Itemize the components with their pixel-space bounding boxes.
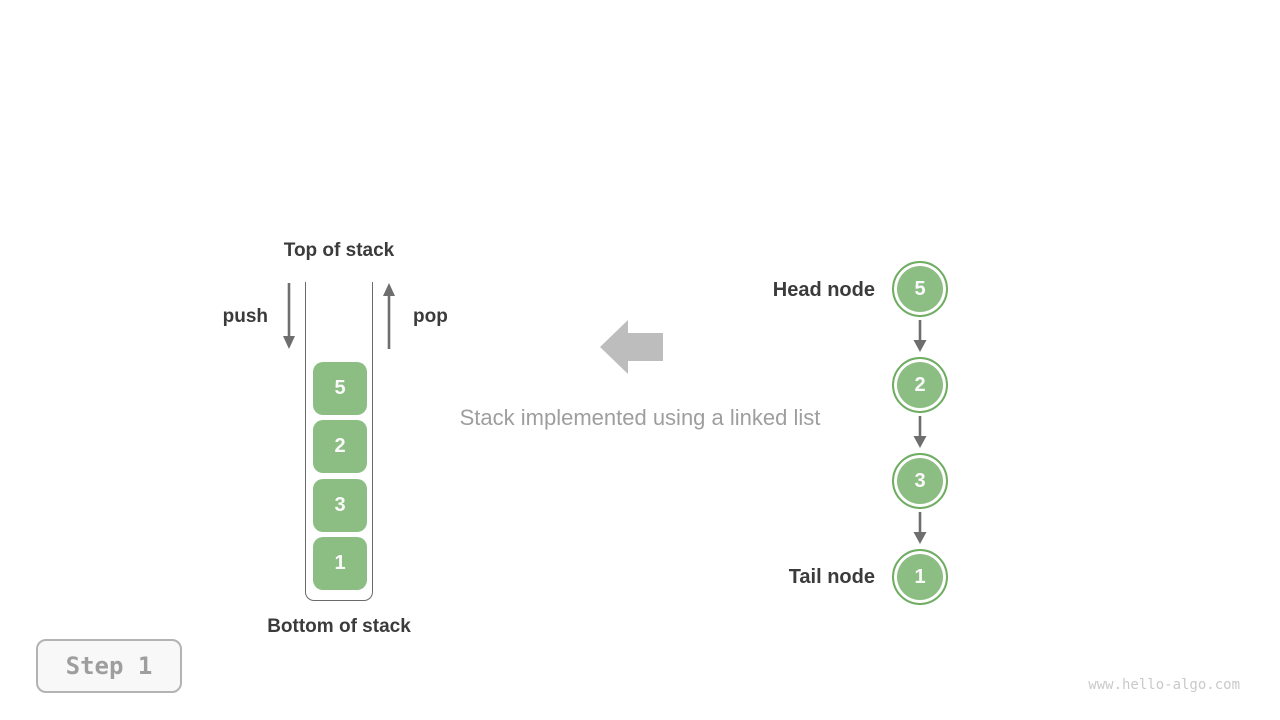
tail-node-label: Tail node [788, 566, 875, 588]
watermark: www.hello-algo.com [1088, 677, 1240, 693]
step-badge: Step 1 [36, 639, 182, 693]
list-node-2: 3 [892, 453, 948, 509]
list-node-3: 1 [892, 549, 948, 605]
pop-arrow-icon [383, 283, 395, 349]
left-block-arrow-icon [600, 320, 663, 374]
stack-item-3: 1 [313, 537, 367, 590]
next-pointer-arrow-3 [913, 512, 927, 544]
stack-bottom-label: Bottom of stack [267, 616, 411, 637]
stack-item-2: 3 [313, 479, 367, 532]
list-node-0: 5 [892, 261, 948, 317]
pop-label: pop [413, 306, 448, 327]
step-badge-label: Step 1 [65, 652, 153, 680]
head-node-label: Head node [772, 279, 875, 301]
list-node-1: 2 [892, 357, 948, 413]
stack-top-label: Top of stack [283, 240, 395, 261]
push-arrow-icon [283, 283, 295, 349]
next-pointer-arrow-1 [913, 320, 927, 352]
figure-caption: Stack implemented using a linked list [459, 405, 821, 430]
stack-item-0: 5 [313, 362, 367, 415]
next-pointer-arrow-2 [913, 416, 927, 448]
stack-item-1: 2 [313, 420, 367, 473]
push-label: push [222, 306, 268, 327]
